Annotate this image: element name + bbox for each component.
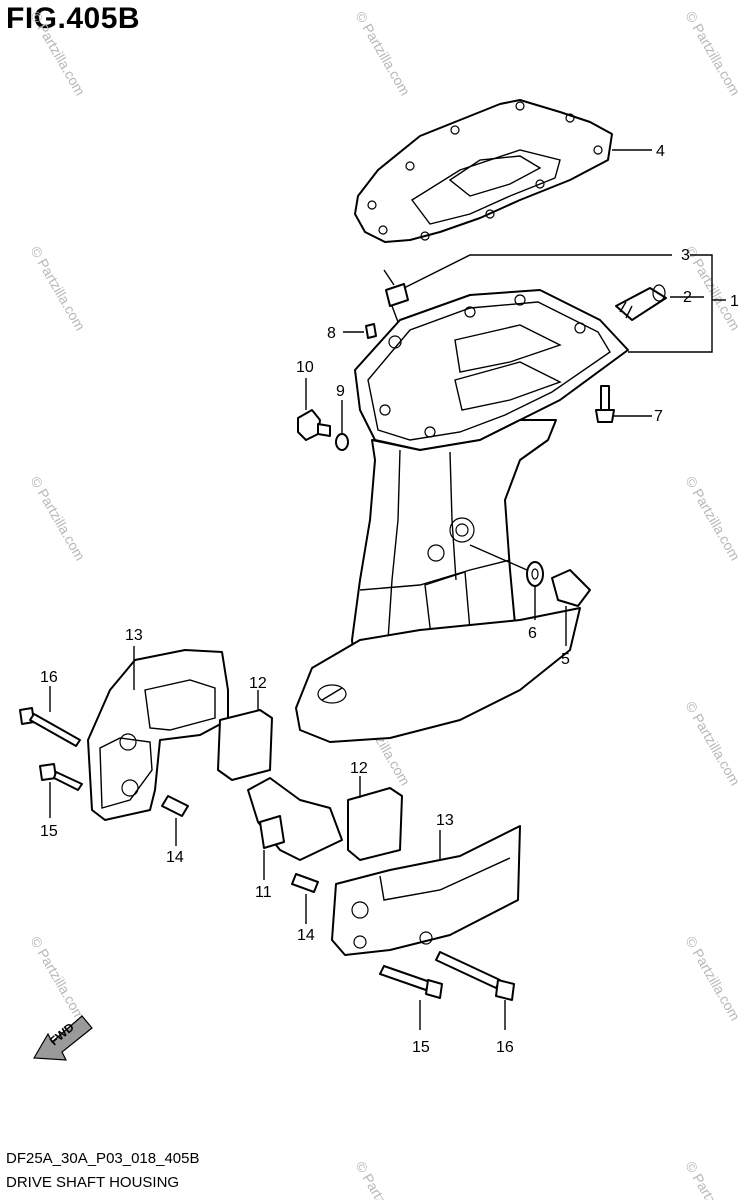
callout-13a: 13: [125, 627, 143, 644]
watermark: © Partzilla.com: [682, 934, 743, 1024]
watermark: © Partzilla.com: [682, 474, 743, 564]
bolt-part-16-lower: [435, 951, 515, 1030]
callout-12a: 12: [249, 675, 267, 692]
callout-13b: 13: [436, 812, 454, 829]
watermark: © Partzilla.com: [27, 244, 88, 334]
callout-1: 1: [730, 293, 739, 310]
bolt-part-7: [595, 385, 652, 423]
figure-title: FIG.405B: [6, 2, 141, 35]
water-tube-part-2: [615, 284, 704, 321]
mount-cover-part-13-lower: [331, 825, 521, 956]
callout-5: 5: [561, 651, 570, 668]
callout-6: 6: [528, 625, 537, 642]
callout-16a: 16: [40, 669, 58, 686]
watermark: © Partzilla.com: [352, 9, 413, 99]
watermark: © Partzilla.com: [682, 1159, 743, 1200]
callout-16b: 16: [496, 1039, 514, 1056]
figure-code: DF25A_30A_P03_018_405B: [6, 1150, 200, 1167]
callout-bracket: [628, 254, 713, 353]
pin-part-14-lower: [291, 873, 319, 924]
mount-cover-part-13-upper: [87, 646, 229, 821]
drive-shaft-housing-part-1: [295, 289, 629, 743]
watermark: © Partzilla.com: [27, 9, 88, 99]
washer-part-6: [469, 544, 544, 620]
callout-14a: 14: [166, 849, 184, 866]
watermark: © Partzilla.com: [27, 474, 88, 564]
gasket-part-4: [354, 99, 652, 243]
stopper-part-11: [247, 777, 343, 880]
bolt-part-15-lower: [379, 965, 443, 1030]
watermark: © Partzilla.com: [352, 1159, 413, 1200]
callout-12b: 12: [350, 760, 368, 777]
mount-rubber-part-12-b: [347, 776, 403, 861]
callout-3: 3: [681, 247, 690, 264]
callout-15a: 15: [40, 823, 58, 840]
callout-2: 2: [683, 289, 692, 306]
callout-14b: 14: [297, 927, 315, 944]
callout-labels: 1 2 3 4 5 6 7 8 9 10 11 12 12 13 13 14 1…: [40, 143, 739, 1056]
watermark: © Partzilla.com: [27, 934, 88, 1024]
bolt-part-16-left: [19, 686, 81, 747]
callout-15b: 15: [412, 1039, 430, 1056]
callout-4: 4: [656, 143, 665, 160]
callout-11: 11: [255, 884, 272, 901]
drain-plug-part-5: [551, 569, 591, 646]
pin-part-14-left: [161, 795, 189, 846]
callout-9: 9: [336, 383, 345, 400]
callout-7: 7: [654, 408, 663, 425]
fwd-arrow-icon: FWD: [32, 1015, 93, 1061]
watermark: © Partzilla.com: [682, 9, 743, 99]
mount-rubber-part-12-a: [217, 690, 273, 781]
pin-part-8: [343, 323, 377, 339]
washer-part-9: [335, 400, 349, 451]
callout-8: 8: [327, 325, 336, 342]
bolt-part-15-left: [39, 763, 83, 818]
watermark: © Partzilla.com: [682, 699, 743, 789]
callout-10: 10: [296, 359, 314, 376]
figure-name: DRIVE SHAFT HOUSING: [6, 1174, 180, 1191]
grommet-part-3: [383, 254, 672, 323]
plug-part-10: [297, 378, 331, 441]
